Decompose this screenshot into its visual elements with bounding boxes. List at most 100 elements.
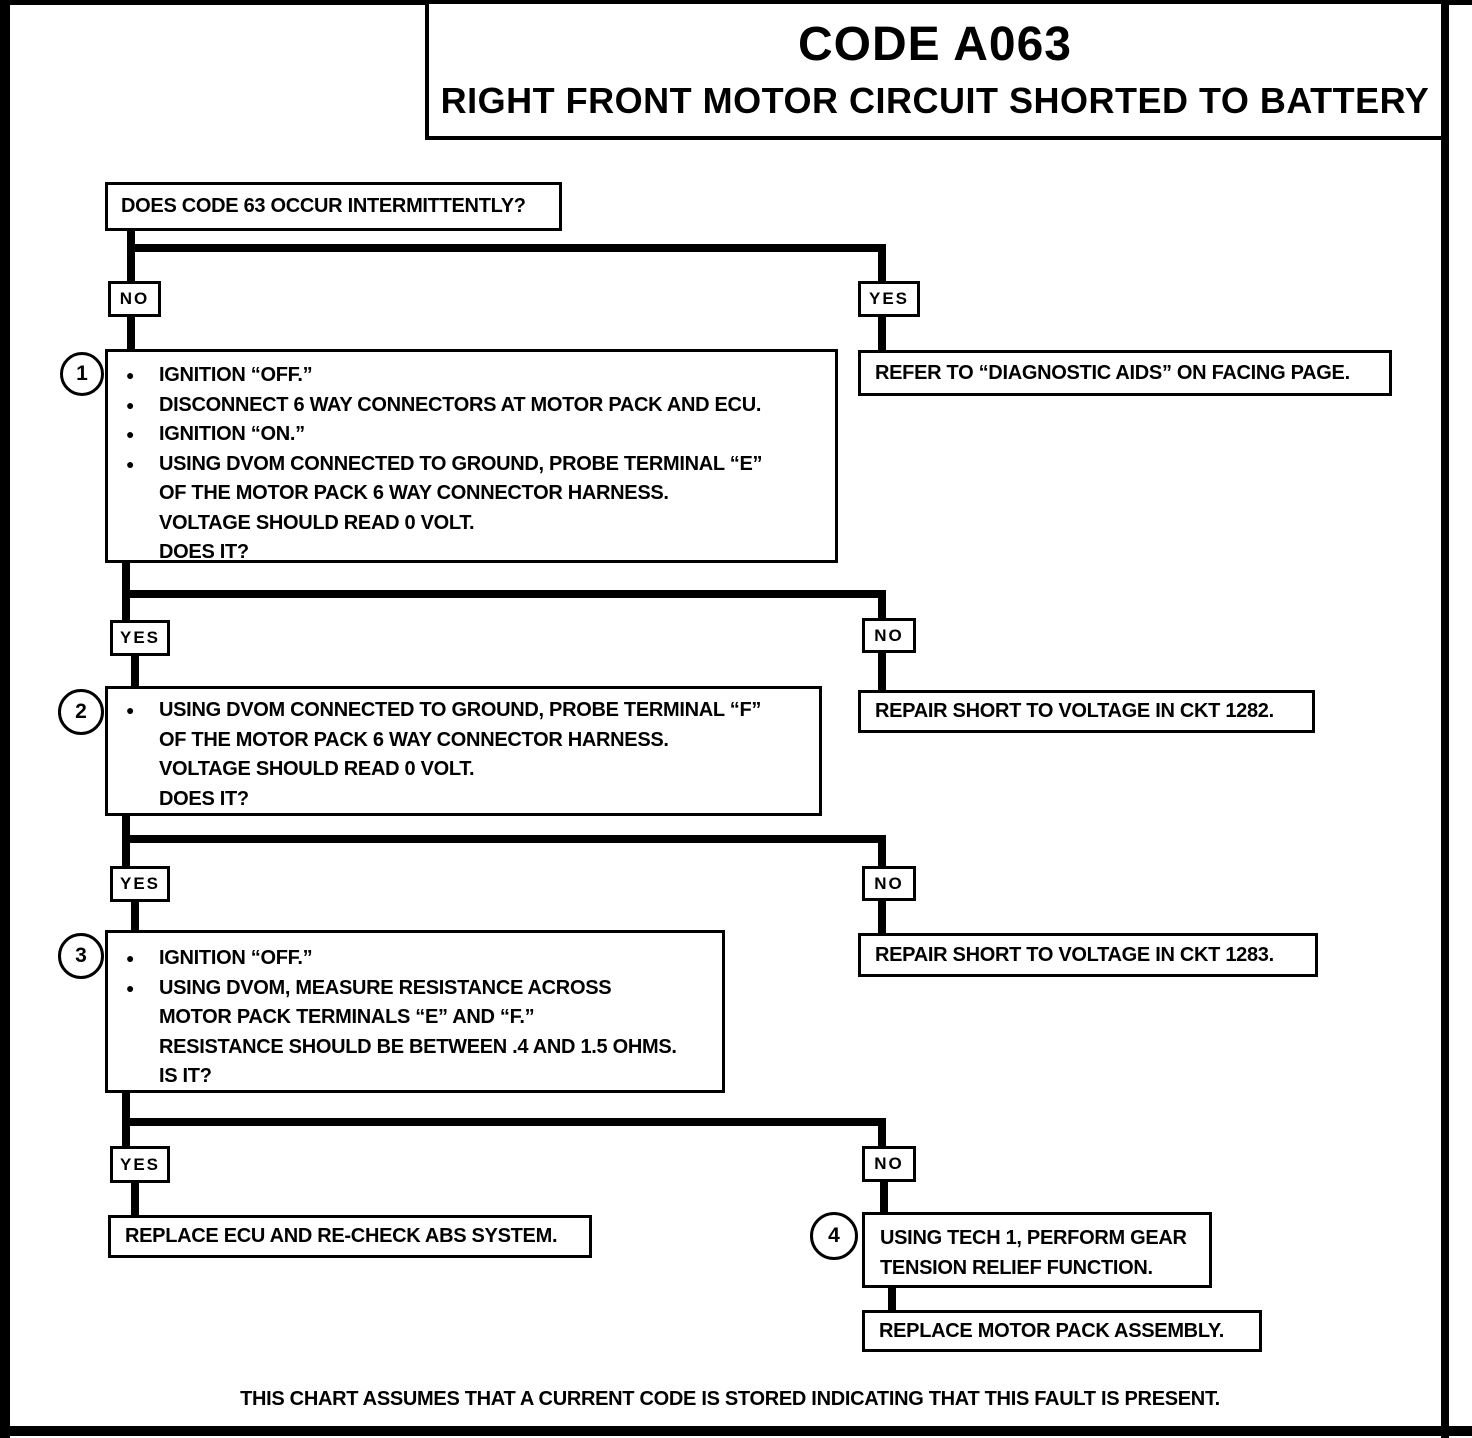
step-line-text: DOES IT?	[159, 787, 249, 810]
bullet-icon: ●	[126, 367, 135, 383]
bullet-icon	[122, 1003, 159, 1033]
step-line-text: OF THE MOTOR PACK 6 WAY CONNECTOR HARNES…	[159, 728, 669, 751]
step-1-box: ● IGNITION “OFF.” ● DISCONNECT 6 WAY CONNE…	[105, 349, 838, 563]
step-number-2-text: 2	[75, 700, 87, 723]
action-replace-motor-pack: REPLACE MOTOR PACK ASSEMBLY.	[862, 1310, 1262, 1352]
connector-line	[122, 835, 886, 843]
step-line: RESISTANCE SHOULD BE BETWEEN .4 AND 1.5 …	[122, 1033, 722, 1063]
action-replace-ecu-text: REPLACE ECU AND RE-CHECK ABS SYSTEM.	[125, 1225, 558, 1247]
step-line: DOES IT?	[122, 785, 819, 815]
step-number-3-text: 3	[75, 944, 87, 967]
action-replace-motor-text: REPLACE MOTOR PACK ASSEMBLY.	[879, 1319, 1224, 1342]
decision-no-label-1: NO	[108, 281, 161, 317]
connector-line	[122, 590, 886, 598]
step-line-text: USING DVOM CONNECTED TO GROUND, PROBE TE…	[159, 452, 763, 475]
connector-line	[127, 231, 135, 281]
step-line: DOES IT?	[122, 538, 835, 568]
connector-line	[878, 901, 886, 933]
connector-line	[878, 835, 886, 866]
connector-line	[878, 653, 886, 690]
step-line-text: VOLTAGE SHOULD READ 0 VOLT.	[159, 511, 475, 534]
no-text: NO	[119, 289, 150, 308]
step-line-text: IS IT?	[159, 1065, 212, 1087]
frame-right	[1441, 0, 1449, 1438]
decision-yes-label-3: YES	[110, 866, 170, 902]
decision-yes-label-1: YES	[858, 281, 920, 317]
connector-line	[878, 590, 886, 618]
no-text: NO	[874, 873, 904, 893]
step-line-text: DISCONNECT 6 WAY CONNECTORS AT MOTOR PAC…	[159, 393, 762, 416]
bullet-icon: ●	[126, 396, 135, 413]
decision-yes-label-4: YES	[110, 1146, 170, 1183]
step-line: IS IT?	[122, 1062, 722, 1092]
action-repair-ckt-1282: REPAIR SHORT TO VOLTAGE IN CKT 1282.	[858, 690, 1315, 733]
step-number-4: 4	[810, 1212, 858, 1260]
no-text: NO	[874, 1154, 904, 1173]
yes-text: YES	[119, 874, 161, 893]
connector-line	[878, 317, 886, 350]
step-line: VOLTAGE SHOULD READ 0 VOLT.	[122, 755, 819, 785]
step-line-text: RESISTANCE SHOULD BE BETWEEN .4 AND 1.5 …	[159, 1035, 677, 1058]
step-line-text: USING DVOM, MEASURE RESISTANCE ACROSS	[159, 976, 612, 999]
question-code63-text: DOES CODE 63 OCCUR INTERMITTENTLY?	[121, 195, 526, 217]
bullet-icon	[122, 1033, 159, 1063]
step-line: OF THE MOTOR PACK 6 WAY CONNECTOR HARNES…	[122, 479, 835, 509]
step-line-text: IGNITION “OFF.”	[159, 364, 313, 386]
action-refer-diagnostic-aids: REFER TO “DIAGNOSTIC AIDS” ON FACING PAG…	[858, 350, 1392, 396]
question-code63-box: DOES CODE 63 OCCUR INTERMITTENTLY?	[105, 182, 562, 231]
yes-text: YES	[868, 289, 910, 308]
bullet-icon	[122, 479, 159, 509]
connector-line	[131, 902, 139, 930]
decision-no-label-2: NO	[862, 618, 916, 653]
step-number-4-text: 4	[828, 1224, 840, 1247]
step-line: ● USING DVOM CONNECTED TO GROUND, PROBE T…	[122, 696, 819, 726]
step-line: ●USING DVOM CONNECTED TO GROUND, PROBE T…	[122, 450, 835, 480]
step-number-3: 3	[58, 933, 104, 979]
step-line: MOTOR PACK TERMINALS “E” AND “F.”	[122, 1003, 722, 1033]
step-line: ● IGNITION “OFF.”	[122, 361, 835, 391]
step-line: TENSION RELIEF FUNCTION.	[880, 1254, 1209, 1284]
step-line: OF THE MOTOR PACK 6 WAY CONNECTOR HARNES…	[122, 726, 819, 756]
step-line: ● DISCONNECT 6 WAY CONNECTORS AT MOTOR PA…	[122, 391, 835, 421]
step-2-box: ● USING DVOM CONNECTED TO GROUND, PROBE T…	[105, 686, 822, 816]
bullet-icon	[122, 755, 159, 785]
yes-text: YES	[119, 1154, 161, 1174]
no-text: NO	[874, 625, 904, 645]
connector-line	[131, 1183, 139, 1215]
step-line-text: TENSION RELIEF FUNCTION.	[880, 1256, 1153, 1279]
step-line-text: OF THE MOTOR PACK 6 WAY CONNECTOR HARNES…	[159, 482, 669, 504]
step-line: ●USING DVOM, MEASURE RESISTANCE ACROSS	[122, 974, 722, 1004]
frame-bottom	[0, 1426, 1472, 1436]
connector-line	[880, 1182, 888, 1212]
bullet-icon	[122, 726, 159, 756]
step-line: ●IGNITION “OFF.”	[122, 944, 722, 974]
page-subtitle: RIGHT FRONT MOTOR CIRCUIT SHORTED TO BAT…	[440, 80, 1430, 121]
action-repair-ckt-1283: REPAIR SHORT TO VOLTAGE IN CKT 1283.	[858, 933, 1318, 977]
connector-line	[127, 244, 886, 252]
connector-line	[127, 317, 135, 349]
action-refer-text: REFER TO “DIAGNOSTIC AIDS” ON FACING PAG…	[875, 361, 1350, 384]
step-number-2: 2	[58, 689, 104, 735]
connector-line	[878, 1118, 886, 1146]
step-line-text: USING DVOM CONNECTED TO GROUND, PROBE TE…	[159, 699, 762, 721]
connector-line	[122, 1118, 886, 1126]
decision-no-label-3: NO	[862, 866, 916, 901]
bullet-icon	[122, 785, 159, 815]
action-repair-1282-text: REPAIR SHORT TO VOLTAGE IN CKT 1282.	[875, 700, 1274, 722]
step-line: USING TECH 1, PERFORM GEAR	[880, 1224, 1209, 1254]
bullet-icon	[122, 1062, 159, 1092]
action-repair-1283-text: REPAIR SHORT TO VOLTAGE IN CKT 1283.	[875, 943, 1274, 966]
step-line: ●IGNITION “ON.”	[122, 420, 835, 450]
step-3-box: ●IGNITION “OFF.” ●USING DVOM, MEASURE RE…	[105, 930, 725, 1093]
connector-line	[878, 244, 886, 281]
connector-line	[131, 656, 139, 686]
bullet-icon: ●	[126, 702, 135, 718]
step-line: VOLTAGE SHOULD READ 0 VOLT.	[122, 509, 835, 539]
title-box: CODE A063 RIGHT FRONT MOTOR CIRCUIT SHOR…	[425, 0, 1445, 140]
decision-no-label-4: NO	[862, 1146, 916, 1182]
footer-note: THIS CHART ASSUMES THAT A CURRENT CODE I…	[240, 1388, 1220, 1410]
bullet-icon	[122, 509, 159, 539]
step-number-1: 1	[60, 352, 104, 396]
step-4-box: USING TECH 1, PERFORM GEAR TENSION RELIE…	[862, 1212, 1212, 1288]
